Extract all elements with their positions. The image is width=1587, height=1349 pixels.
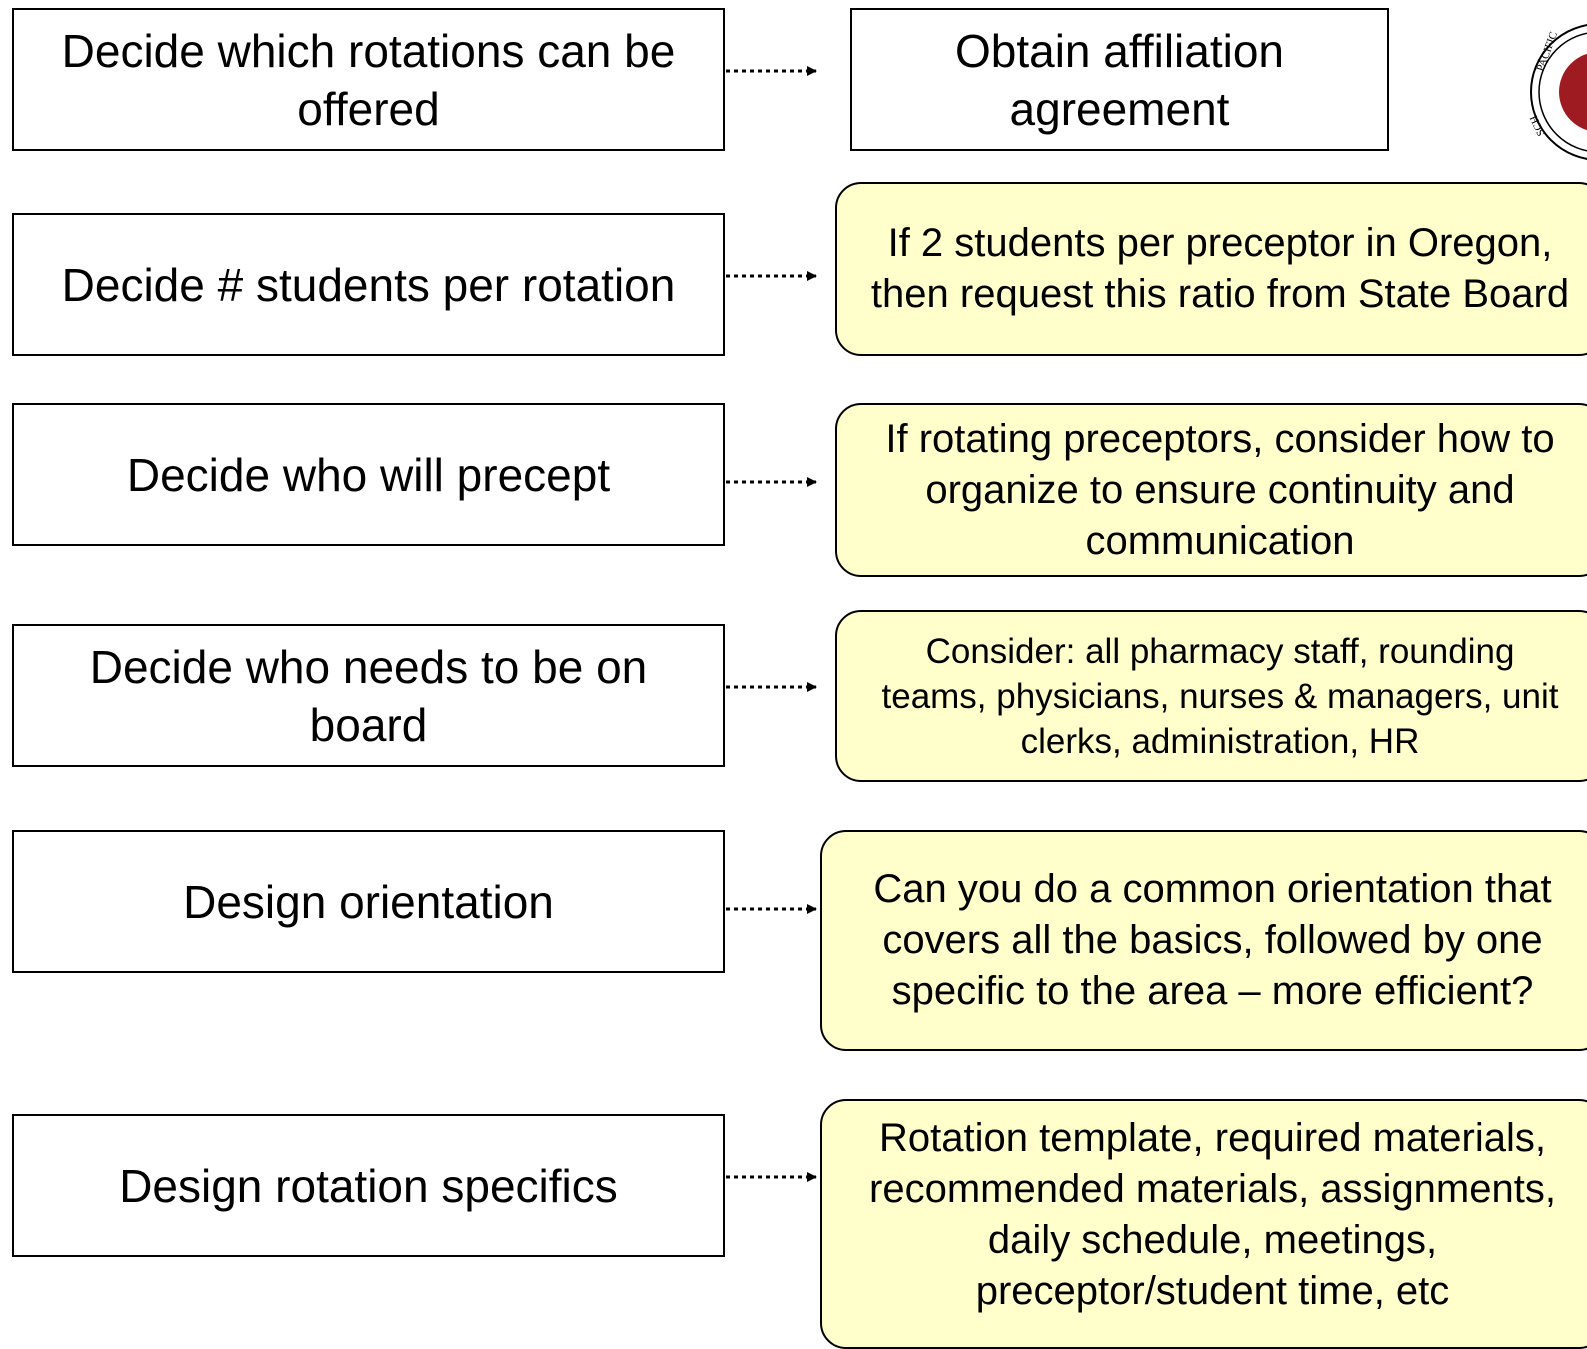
note-box-common-orientation: Can you do a common orientation that cov… xyxy=(820,830,1587,1051)
note-label: If 2 students per preceptor in Oregon, t… xyxy=(870,221,1570,316)
step-label: Decide # students per rotation xyxy=(61,258,676,311)
note-label: If rotating preceptors, consider how to … xyxy=(885,416,1555,563)
note-label: Rotation template, required materials, r… xyxy=(869,1116,1556,1313)
step-label: Design rotation specifics xyxy=(119,1159,618,1212)
university-seal-icon: PACIFIC SCH xyxy=(1528,24,1587,160)
note-box-rotating-preceptors: If rotating preceptors, consider how to … xyxy=(835,403,1587,577)
step-box-students-per-rotation: Decide # students per rotation xyxy=(12,213,725,356)
note-box-rotation-template: Rotation template, required materials, r… xyxy=(820,1099,1587,1349)
note-label: Can you do a common orientation that cov… xyxy=(873,867,1552,1013)
step-box-rotations-offered: Decide which rotations can be offered xyxy=(12,8,725,151)
step-label: Decide which rotations can be offered xyxy=(61,24,676,135)
step-box-rotation-specifics: Design rotation specifics xyxy=(12,1114,725,1257)
outcome-label: Obtain affiliation agreement xyxy=(954,24,1285,135)
step-box-who-will-precept: Decide who will precept xyxy=(12,403,725,546)
step-label: Design orientation xyxy=(183,875,554,928)
step-box-design-orientation: Design orientation xyxy=(12,830,725,973)
note-label: Consider: all pharmacy staff, rounding t… xyxy=(881,631,1559,761)
step-box-who-on-board: Decide who needs to be on board xyxy=(12,624,725,767)
step-label: Decide who needs to be on board xyxy=(89,640,648,751)
note-box-state-board: If 2 students per preceptor in Oregon, t… xyxy=(835,182,1587,356)
step-label: Decide who will precept xyxy=(126,448,611,501)
note-box-consider-staff: Consider: all pharmacy staff, rounding t… xyxy=(835,610,1587,782)
outcome-box-affiliation: Obtain affiliation agreement xyxy=(850,8,1389,151)
